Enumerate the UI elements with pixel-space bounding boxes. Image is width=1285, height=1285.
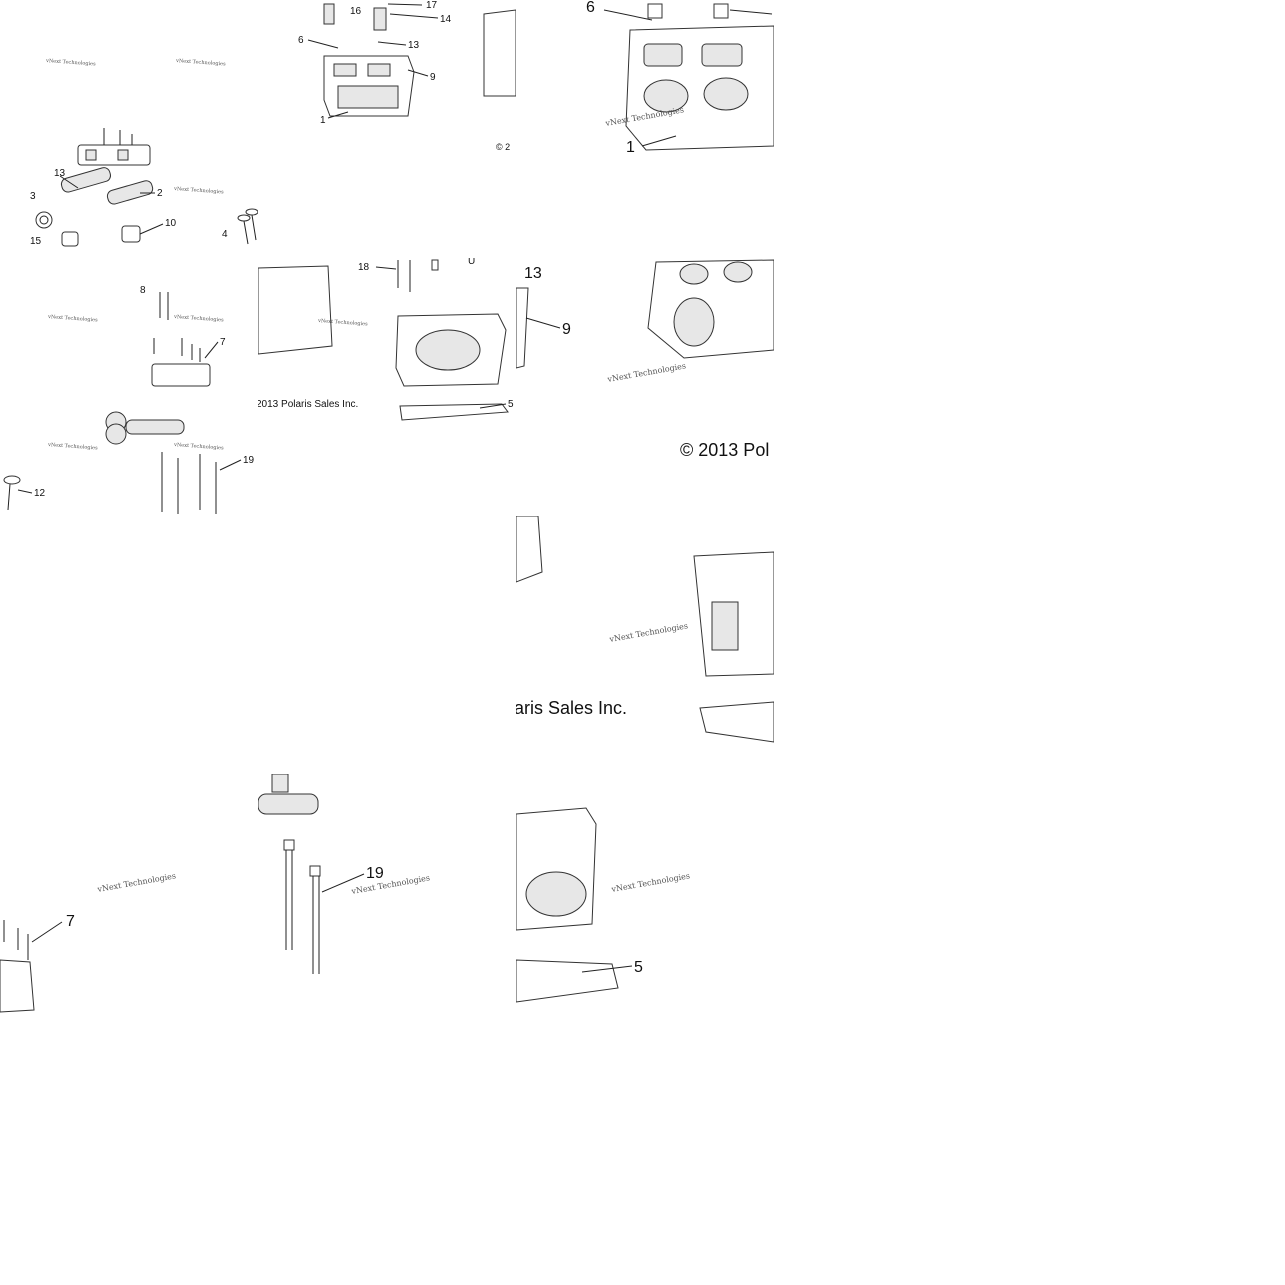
callout-6: 6 [586, 0, 595, 16]
copyright-fragment: laris Sales Inc. [516, 698, 627, 718]
carrier-drawing [151, 363, 211, 387]
head-lower-drawing: vNext Technologies laris Sales Inc. [516, 516, 774, 743]
callout-1: 1 [626, 139, 635, 156]
callout-2: 13 [54, 168, 66, 179]
bolt-drawing [153, 292, 201, 362]
callout-9: 9 [430, 72, 436, 83]
watermark: vNext Technologies [45, 58, 96, 68]
camshaft-drawing [258, 793, 319, 815]
head-assembly-view: vNext Technologies 18 U 5 2013 Polaris S… [258, 258, 516, 516]
callout-16: 16 [350, 6, 362, 17]
callout-5: 5 [634, 959, 643, 976]
watermark: vNext Technologies [173, 186, 224, 196]
head-side-view: 13 9 vNext Technologies © 2013 Pol [516, 258, 774, 516]
gasket-detail: 5 vNext Technologies [516, 774, 774, 1032]
callout-19: 19 [366, 865, 384, 882]
head-bolt-drawing [283, 839, 321, 974]
overview-exploded-view: vNext Technologies vNext Technologies vN… [0, 0, 258, 516]
bolt-drawing [3, 920, 29, 960]
bolt-detail-drawing: vNext Technologies 7 [0, 871, 177, 1013]
cylinder-head-detail: 6 1 vNext Technologies [516, 0, 774, 258]
watermark: vNext Technologies [175, 58, 226, 68]
callout-13: 13 [524, 265, 542, 282]
bolt-detail-center: 19 vNext Technologies [258, 774, 516, 1032]
callout-11: 2 [157, 188, 163, 199]
callout-13: 13 [408, 40, 420, 51]
callout-17: 17 [426, 0, 438, 11]
cylinder-head-overview: 17 16 14 6 13 9 1 © 2 [258, 0, 516, 258]
head-bolt-detail-drawing: 19 vNext Technologies [258, 774, 431, 974]
camshaft-drawing [35, 167, 154, 229]
callout-1: 1 [320, 115, 326, 126]
valve-guide-drawing [397, 259, 439, 292]
bolt-detail-left: vNext Technologies 7 [0, 774, 258, 1032]
copyright-fragment: © 2 [496, 142, 510, 152]
gasket-drawing [516, 959, 619, 1003]
watermark: vNext Technologies [173, 442, 224, 452]
gasket-detail-drawing: 5 vNext Technologies [516, 807, 691, 1003]
watermark: vNext Technologies [350, 873, 431, 896]
callout-9: 9 [562, 321, 571, 338]
watermark: vNext Technologies [47, 314, 98, 324]
callout-10: 10 [165, 218, 177, 229]
callout-3: 3 [30, 191, 36, 202]
callout-5: 5 [508, 399, 514, 410]
overview-drawing: vNext Technologies vNext Technologies vN… [3, 58, 258, 514]
head-overview-drawing: 17 16 14 6 13 9 1 © 2 [298, 0, 516, 152]
tappet-drawing [121, 225, 141, 243]
head-side-drawing: 13 9 vNext Technologies © 2013 Pol [516, 259, 774, 460]
watermark: vNext Technologies [47, 442, 98, 452]
callout-14: 14 [440, 14, 452, 25]
cylinder-head-drawing [258, 265, 333, 355]
cylinder-edge-drawing [516, 516, 543, 583]
cylinder-edge-drawing [516, 287, 529, 369]
head-detail-drawing: 6 1 vNext Technologies [586, 0, 774, 156]
cylinder-head-drawing [625, 3, 774, 151]
callout-7: 7 [220, 337, 226, 348]
carrier-drawing [0, 959, 35, 1013]
rocker-carrier-drawing [77, 128, 151, 166]
callout-12: 12 [34, 488, 46, 499]
head-side-view-drawing [483, 9, 516, 97]
callout-19: 19 [243, 455, 255, 466]
callout-15: 15 [30, 236, 42, 247]
watermark: vNext Technologies [173, 314, 224, 324]
watermark: vNext Technologies [610, 871, 691, 894]
combustion-chamber-drawing [525, 871, 587, 917]
cylinder-head-drawing [323, 55, 415, 117]
callout-7: 7 [66, 913, 75, 930]
combustion-chamber-drawing [415, 329, 481, 371]
callout-4: 4 [222, 229, 228, 240]
head-lower-view: vNext Technologies laris Sales Inc. [516, 516, 774, 774]
valve-drawing [237, 208, 258, 245]
watermark: vNext Technologies [606, 361, 687, 384]
copyright-fragment: © 2013 Pol [680, 440, 769, 460]
callout-6: 6 [298, 35, 304, 46]
head-bolt-drawing [161, 452, 217, 514]
watermark: vNext Technologies [608, 621, 689, 644]
callout-18: 18 [358, 262, 370, 273]
callout-u: U [468, 258, 475, 267]
camshaft-drawing [271, 774, 289, 793]
copyright-fragment: 2013 Polaris Sales Inc. [258, 399, 358, 410]
cam-gear-drawing [105, 411, 185, 445]
head-assembly-drawing: vNext Technologies 18 U 5 2013 Polaris S… [258, 258, 514, 421]
callout-8: 8 [140, 285, 146, 296]
watermark: vNext Technologies [317, 318, 368, 328]
valve-drawing [3, 475, 21, 485]
tappet-drawing [61, 231, 79, 247]
gasket-drawing [699, 701, 774, 743]
watermark: vNext Technologies [96, 871, 177, 894]
valve-spring-drawing [323, 3, 387, 31]
